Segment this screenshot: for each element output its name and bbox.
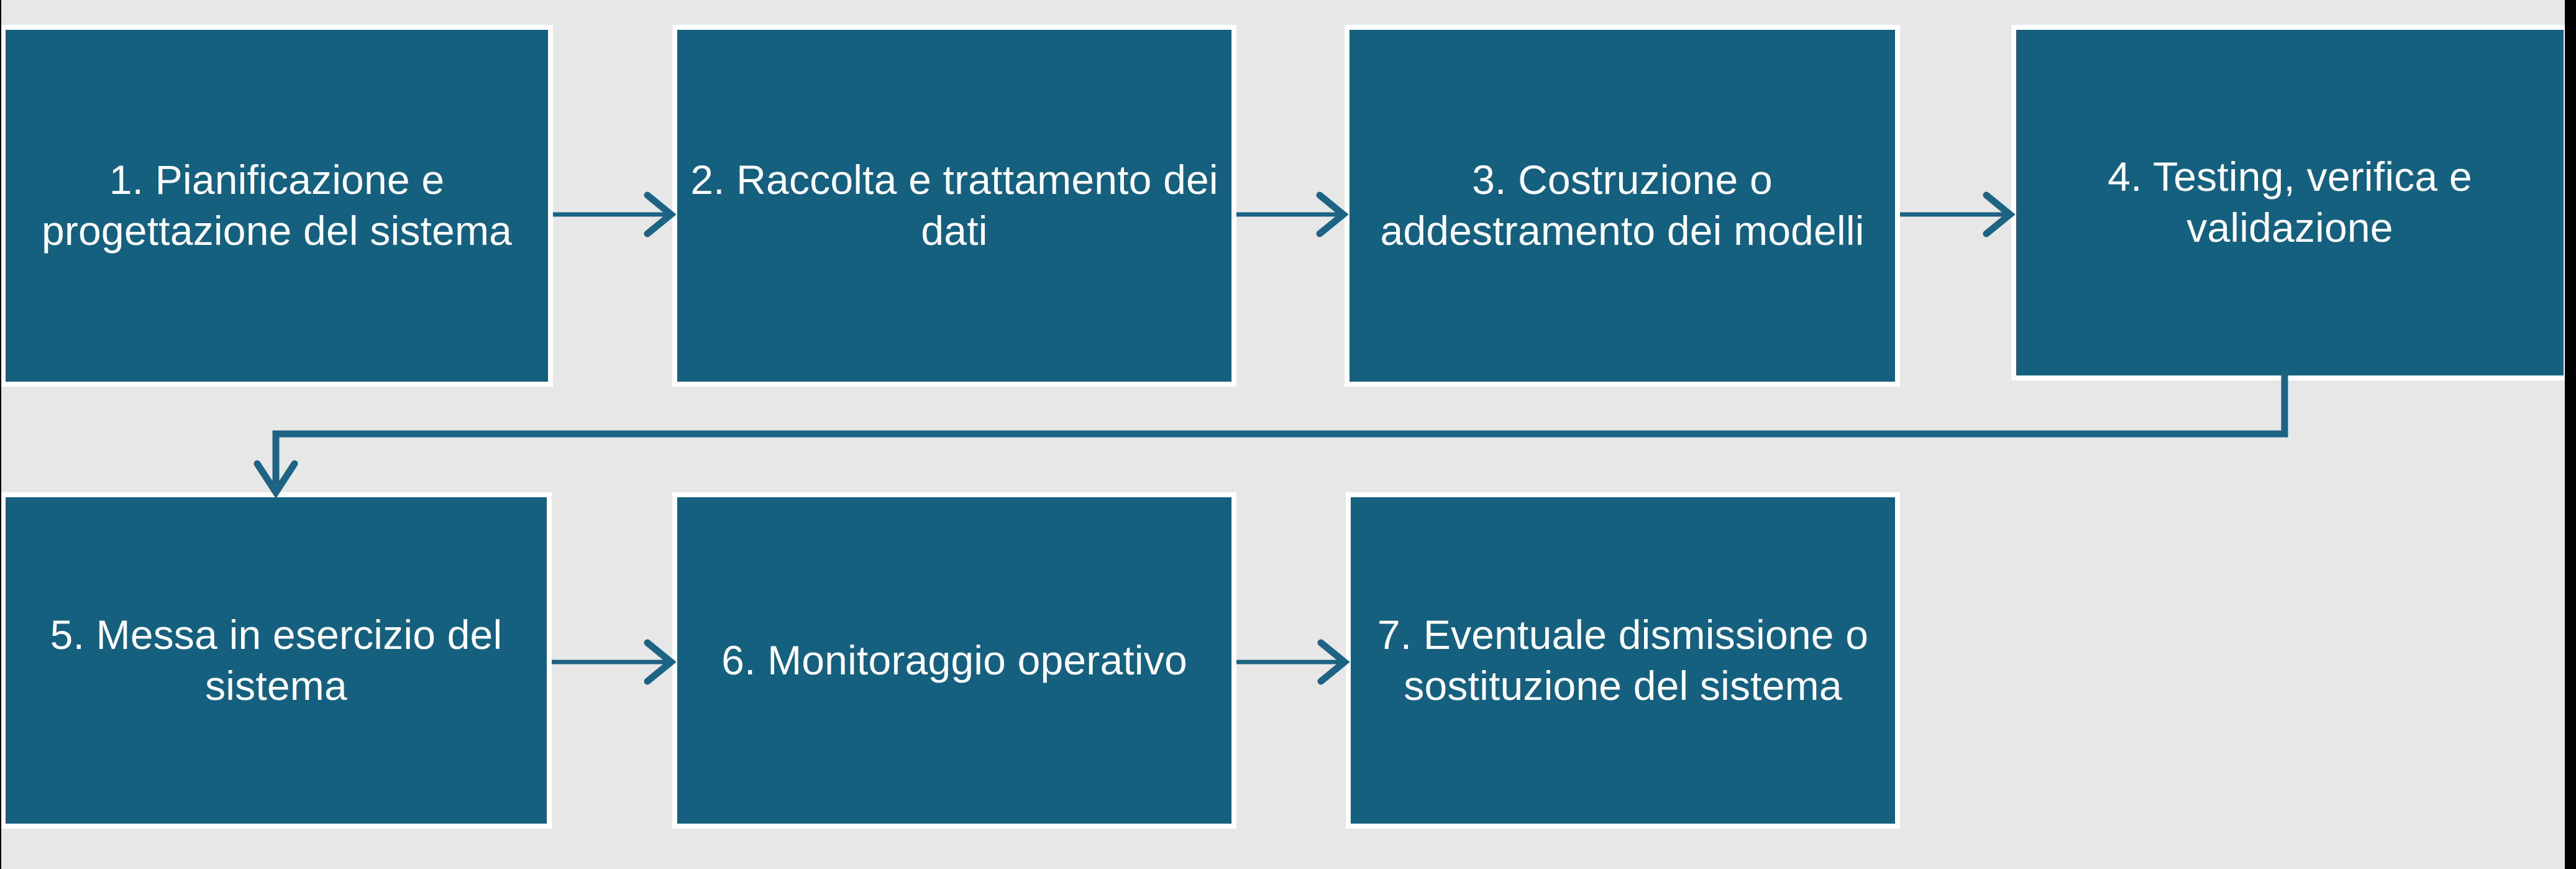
- connector-arrow-2-3: [1236, 191, 1349, 237]
- node-step-4-label: 4. Testing, verifica e validazione: [2108, 154, 2472, 251]
- connector-arrow-5-6: [552, 639, 677, 685]
- node-step-3[interactable]: 3. Costruzione o addestramento dei model…: [1345, 25, 1900, 387]
- node-step-1[interactable]: 1. Pianificazione e progettazione del si…: [1, 25, 553, 387]
- node-step-4[interactable]: 4. Testing, verifica e validazione: [2011, 25, 2565, 380]
- connector-arrow-4-5: [253, 370, 2288, 499]
- node-step-2-label: 2. Raccolta e trattamento dei dati: [690, 157, 1218, 254]
- node-step-2[interactable]: 2. Raccolta e trattamento dei dati: [672, 25, 1236, 387]
- connector-arrow-1-2: [553, 191, 677, 237]
- node-step-3-label: 3. Costruzione o addestramento dei model…: [1380, 157, 1865, 254]
- node-step-6[interactable]: 6. Monitoraggio operativo: [672, 492, 1236, 829]
- node-step-6-label: 6. Monitoraggio operativo: [721, 637, 1187, 683]
- node-step-7[interactable]: 7. Eventuale dismissione o sostituzione …: [1346, 492, 1900, 829]
- connector-arrow-6-7: [1236, 639, 1350, 685]
- connector-arrow-3-4: [1900, 191, 2016, 237]
- node-step-5-label: 5. Messa in esercizio del sistema: [50, 611, 503, 709]
- node-step-5[interactable]: 5. Messa in esercizio del sistema: [1, 492, 552, 829]
- node-step-7-label: 7. Eventuale dismissione o sostituzione …: [1377, 611, 1869, 709]
- node-step-1-label: 1. Pianificazione e progettazione del si…: [41, 157, 513, 254]
